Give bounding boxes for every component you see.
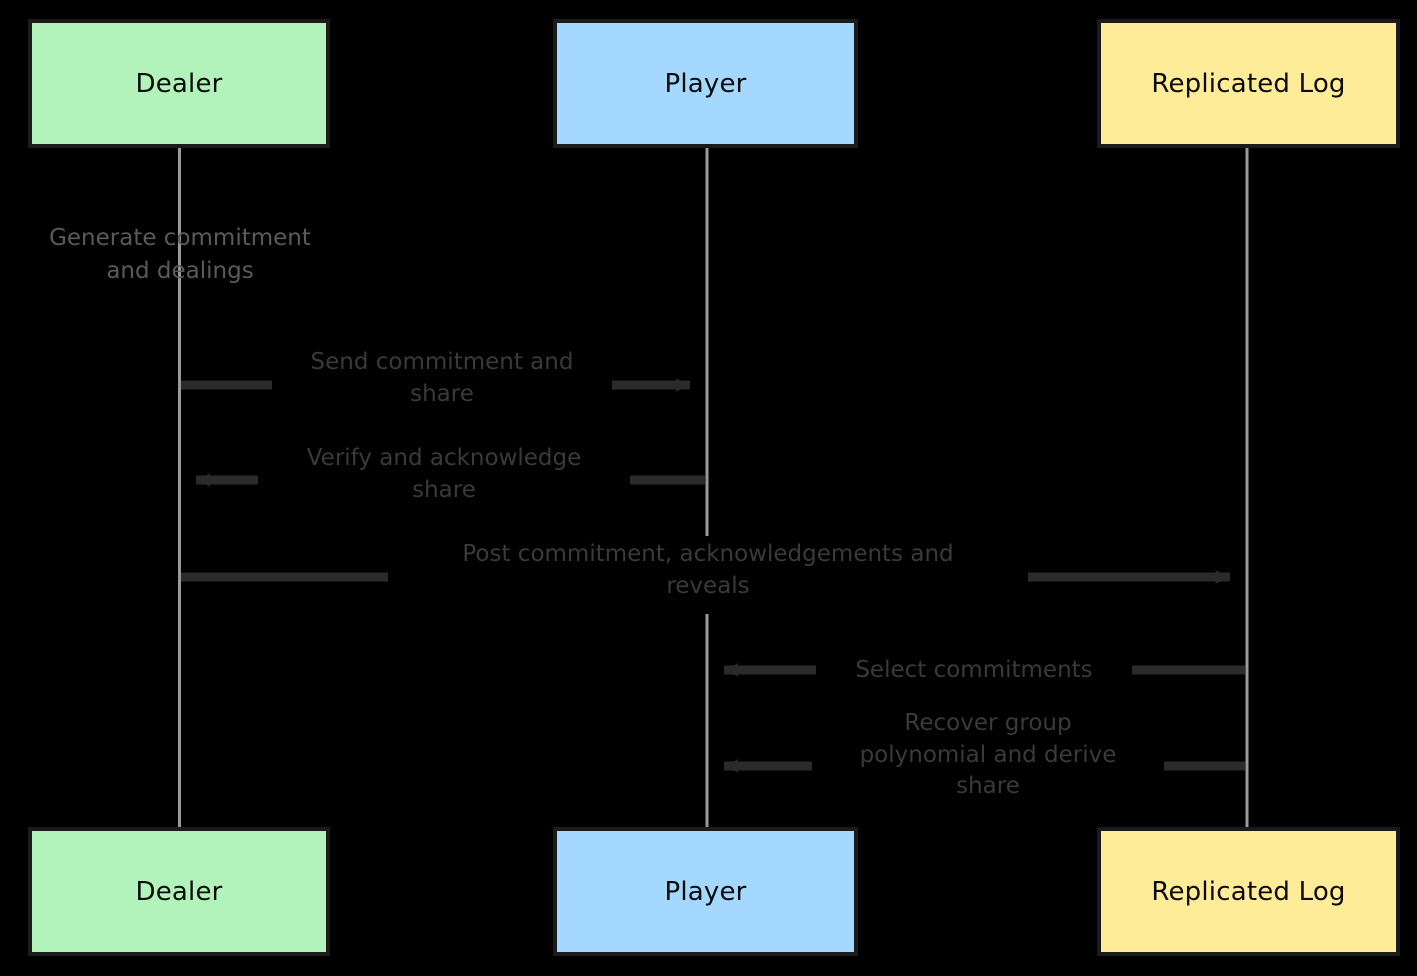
label-knockouts [258, 345, 1164, 826]
message-label-m1: Send commitment and share [310, 349, 574, 407]
participant-box-dealer-bottom[interactable]: Dealer [28, 827, 330, 956]
participant-label-replicated-log-bottom: Replicated Log [1151, 876, 1346, 907]
participant-box-dealer-top[interactable]: Dealer [28, 19, 330, 148]
participant-label-player-top: Player [664, 68, 747, 99]
participant-label-dealer-bottom: Dealer [135, 876, 223, 907]
message-label-m2: Verify and acknowledge share [306, 445, 582, 503]
participant-box-player-bottom[interactable]: Player [553, 827, 858, 956]
participant-box-replicated-log-bottom[interactable]: Replicated Log [1097, 827, 1400, 956]
participant-box-replicated-log-top[interactable]: Replicated Log [1097, 19, 1400, 148]
participant-label-player-bottom: Player [664, 876, 747, 907]
message-label-m5: Recover group polynomial and derive shar… [859, 710, 1117, 800]
note-generate-commitment: Generate commitment and dealings [49, 225, 311, 284]
participant-box-player-top[interactable]: Player [553, 19, 858, 148]
participant-label-dealer-top: Dealer [135, 68, 223, 99]
message-label-m4: Select commitments [855, 657, 1093, 683]
participant-label-replicated-log-top: Replicated Log [1151, 68, 1346, 99]
message-label-m3: Post commitment, acknowledgements and re… [462, 541, 954, 599]
